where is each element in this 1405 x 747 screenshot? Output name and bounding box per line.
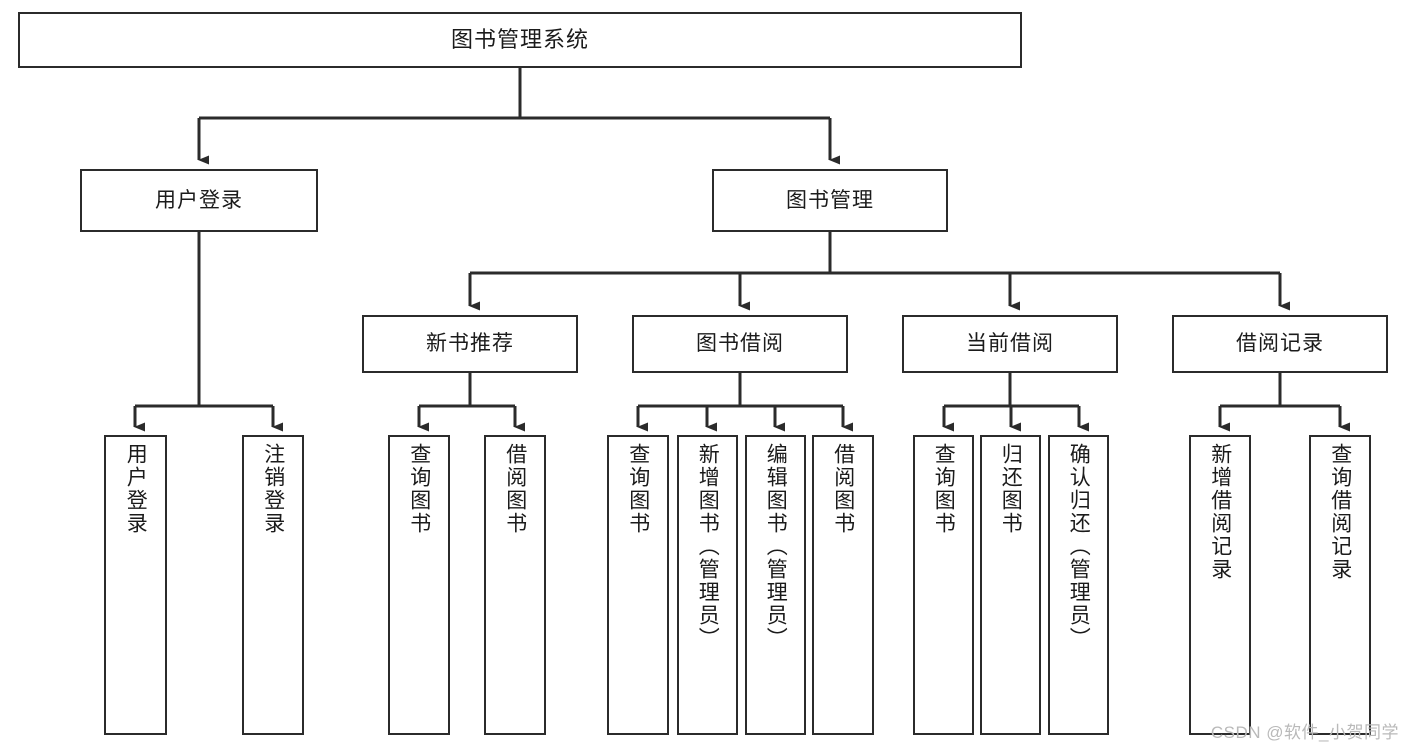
node-borrow-record[interactable]: 借阅记录	[1172, 315, 1388, 373]
node-leaf-borrow-book[interactable]: 借阅图书	[812, 435, 874, 735]
node-leaf-query-book-current[interactable]: 查询图书	[913, 435, 974, 735]
node-new-book-recommend[interactable]: 新书推荐	[362, 315, 578, 373]
node-user-login-label: 用户登录	[155, 188, 243, 212]
node-leaf-user-logout-label: 注销登录	[261, 443, 285, 535]
node-leaf-query-borrow-record[interactable]: 查询借阅记录	[1309, 435, 1371, 735]
node-leaf-edit-book-admin-label: 编辑图书（管理员）	[764, 443, 788, 650]
node-leaf-user-login-label: 用户登录	[124, 443, 148, 535]
node-new-book-recommend-label: 新书推荐	[426, 332, 514, 356]
node-leaf-add-book-admin[interactable]: 新增图书（管理员）	[677, 435, 738, 735]
node-leaf-edit-book-admin[interactable]: 编辑图书（管理员）	[745, 435, 806, 735]
node-leaf-borrow-book-rec[interactable]: 借阅图书	[484, 435, 546, 735]
node-leaf-query-book-borrow-label: 查询图书	[626, 443, 650, 535]
node-root-label: 图书管理系统	[450, 26, 589, 52]
node-leaf-return-book[interactable]: 归还图书	[980, 435, 1041, 735]
node-borrow-record-label: 借阅记录	[1236, 332, 1324, 356]
node-leaf-add-book-admin-label: 新增图书（管理员）	[696, 443, 720, 650]
node-book-manage[interactable]: 图书管理	[712, 169, 948, 232]
node-current-borrow[interactable]: 当前借阅	[902, 315, 1118, 373]
node-leaf-query-borrow-record-label: 查询借阅记录	[1328, 443, 1352, 581]
node-leaf-borrow-book-label: 借阅图书	[831, 443, 855, 535]
node-leaf-user-logout[interactable]: 注销登录	[242, 435, 304, 735]
node-book-borrow[interactable]: 图书借阅	[632, 315, 848, 373]
node-leaf-user-login[interactable]: 用户登录	[104, 435, 167, 735]
node-leaf-query-book-rec-label: 查询图书	[407, 443, 431, 535]
node-leaf-add-borrow-record-label: 新增借阅记录	[1208, 443, 1232, 581]
node-book-borrow-label: 图书借阅	[696, 332, 784, 356]
node-leaf-borrow-book-rec-label: 借阅图书	[503, 443, 527, 535]
node-leaf-confirm-return-admin-label: 确认归还（管理员）	[1067, 443, 1091, 650]
watermark-text: CSDN @软件_小贺同学	[1210, 723, 1399, 742]
node-leaf-query-book-rec[interactable]: 查询图书	[388, 435, 450, 735]
node-leaf-add-borrow-record[interactable]: 新增借阅记录	[1189, 435, 1251, 735]
node-leaf-query-book-borrow[interactable]: 查询图书	[607, 435, 669, 735]
node-leaf-return-book-label: 归还图书	[999, 443, 1023, 535]
node-user-login[interactable]: 用户登录	[80, 169, 318, 232]
node-root[interactable]: 图书管理系统	[18, 12, 1022, 68]
node-leaf-query-book-current-label: 查询图书	[932, 443, 956, 535]
node-leaf-confirm-return-admin[interactable]: 确认归还（管理员）	[1048, 435, 1109, 735]
node-current-borrow-label: 当前借阅	[966, 332, 1054, 356]
node-book-manage-label: 图书管理	[786, 188, 874, 212]
